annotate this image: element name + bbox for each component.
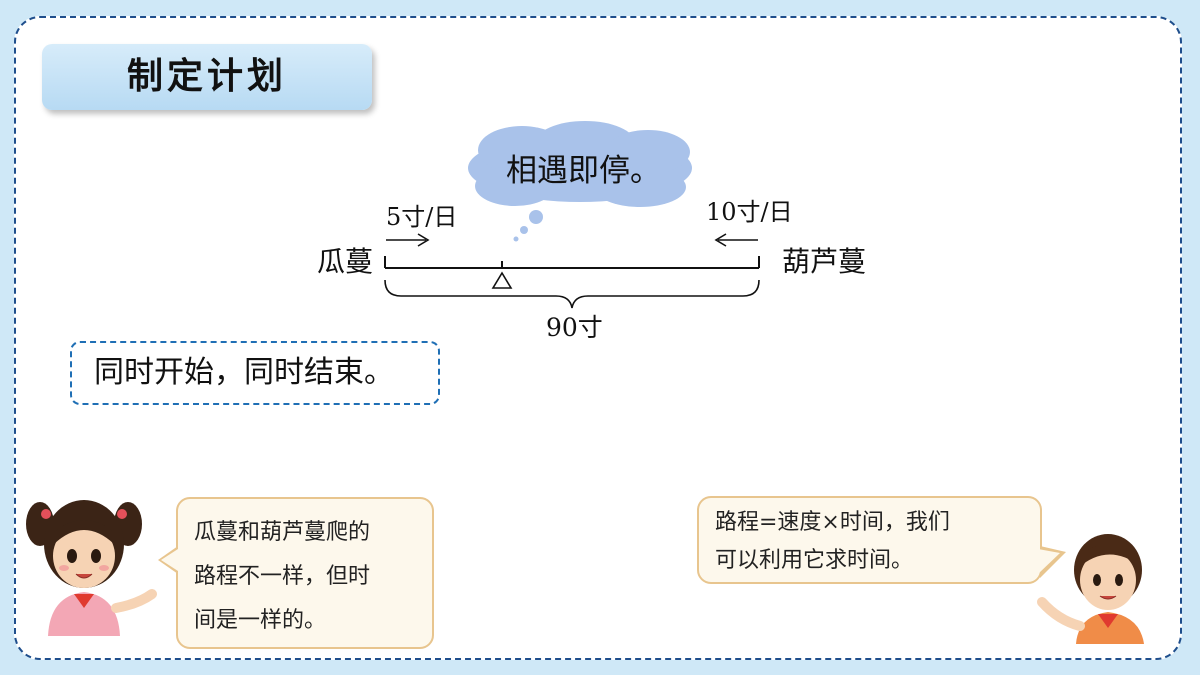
right-speed-label: 10寸/日 [706, 198, 793, 226]
boy-bubble-line: 可以利用它求时间。 [715, 548, 914, 573]
page-title: 制定计划 [126, 56, 287, 97]
title-tab: 制定计划 [42, 44, 372, 110]
right-arrow-icon [386, 233, 430, 247]
cloud-text: 相遇即停。 [506, 153, 661, 189]
girl-bubble-tail-fill [161, 549, 178, 571]
boy-speech-bubble: 路程=速度×时间，我们 可以利用它求时间。 [697, 496, 1042, 584]
left-arrow-icon [714, 233, 758, 247]
meeting-point-triangle-icon [491, 271, 513, 289]
statement-box: 同时开始，同时结束。 [70, 341, 440, 405]
left-speed-label: 5寸/日 [386, 203, 457, 231]
statement-text: 同时开始，同时结束。 [94, 355, 394, 390]
segment-line [384, 256, 760, 269]
girl-speech-bubble: 瓜蔓和葫芦蔓爬的 路程不一样，但时 间是一样的。 [176, 497, 434, 649]
left-end-label: 瓜蔓 [317, 245, 373, 278]
girl-character-illustration [26, 500, 157, 636]
girl-bubble-line: 瓜蔓和葫芦蔓爬的 [194, 520, 371, 545]
girl-bubble-line: 路程不一样，但时 [194, 564, 371, 589]
total-brace [384, 279, 760, 309]
boy-bubble-line: 路程=速度×时间，我们 [715, 510, 950, 535]
boy-character-illustration [1037, 534, 1144, 644]
right-end-label: 葫芦蔓 [782, 245, 866, 278]
boy-bubble-tail-fill [1038, 549, 1060, 574]
girl-bubble-line: 间是一样的。 [194, 608, 327, 633]
total-length-label: 90寸 [546, 313, 603, 342]
thought-cloud [468, 121, 692, 242]
